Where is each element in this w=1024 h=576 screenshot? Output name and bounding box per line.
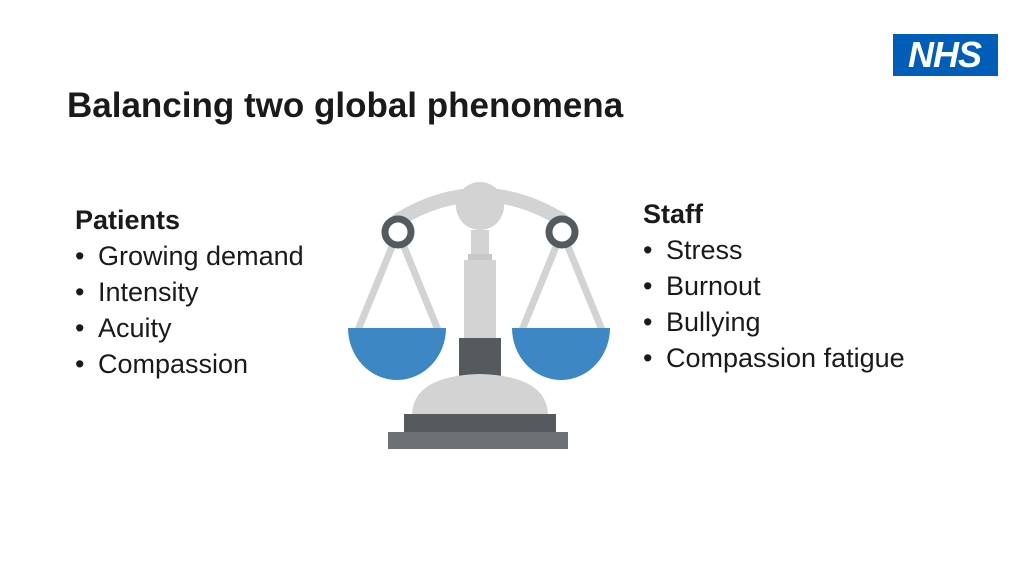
patients-list: Patients Growing demand Intensity Acuity… (75, 202, 304, 382)
staff-heading: Staff (643, 199, 703, 229)
nhs-logo: NHS (893, 34, 998, 76)
list-item: Compassion fatigue (643, 340, 905, 376)
list-item: Burnout (643, 268, 905, 304)
left-pan (348, 328, 446, 380)
list-item: Acuity (75, 310, 304, 346)
right-hanger-ring (545, 215, 579, 249)
scale-column-cap (468, 254, 492, 262)
list-item: Stress (643, 232, 905, 268)
scale-column (464, 260, 496, 340)
nhs-logo-text: NHS (907, 34, 982, 75)
list-item: Bullying (643, 304, 905, 340)
patients-items: Growing demand Intensity Acuity Compassi… (75, 238, 304, 382)
patients-heading: Patients (75, 205, 181, 235)
list-item: Growing demand (75, 238, 304, 274)
scale-base-dome (412, 374, 548, 416)
right-pan-string (518, 228, 566, 334)
scale-column-joint (459, 338, 501, 378)
list-item: Compassion (75, 346, 304, 382)
page-title: Balancing two global phenomena (67, 86, 624, 125)
left-hanger-ring (381, 215, 415, 249)
left-pan-string (354, 228, 402, 334)
staff-list: Staff Stress Burnout Bullying Compassion… (643, 196, 905, 376)
list-item: Intensity (75, 274, 304, 310)
right-pan-string (558, 228, 606, 334)
scale-neck (471, 230, 489, 256)
scale-top-knob (456, 182, 504, 230)
right-pan (512, 328, 610, 380)
staff-items: Stress Burnout Bullying Compassion fatig… (643, 232, 905, 376)
left-pan-string (394, 228, 442, 334)
scale-base-upper (404, 414, 556, 432)
balance-scale-icon (340, 176, 620, 456)
scale-base-lower (388, 432, 568, 449)
